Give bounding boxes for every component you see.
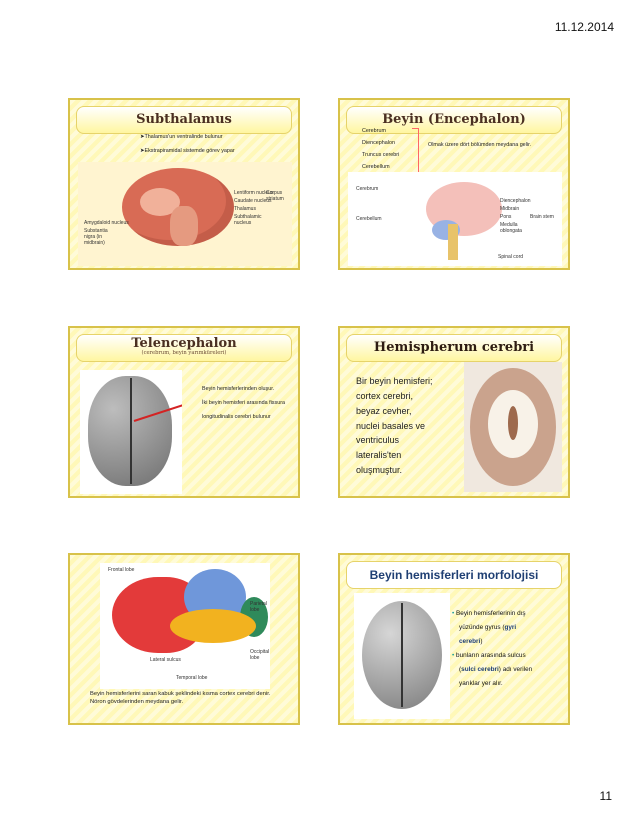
label: Midbrain: [500, 206, 520, 212]
label: Diencephalon: [500, 198, 531, 204]
label: Cerebellum: [356, 216, 382, 222]
text-line: lateralis'ten: [356, 450, 402, 461]
list-item: Diencephalon: [362, 140, 395, 146]
text-part: Beyin hemisferlerinin dış: [456, 610, 526, 617]
label: Caudate nucleus: [234, 198, 272, 204]
text-line: (sulci cerebri) adı verilen: [452, 663, 564, 677]
label: Pons: [500, 214, 512, 220]
brace: [412, 128, 419, 174]
text-line: nuclei basales ve: [356, 420, 426, 431]
text-line: longitudinalis cerebri bulunur: [202, 414, 271, 420]
label: Cerebrum: [356, 186, 379, 192]
label: Temporal lobe: [176, 675, 208, 681]
slide-title-bar: Subthalamus: [76, 106, 292, 134]
text-part: yüzünde gyrus (: [459, 624, 505, 632]
slide-title: Telencephalon: [131, 336, 237, 351]
label: Amygdaloid nucleus: [84, 220, 129, 226]
longitudinal-fissure: [401, 603, 403, 707]
list-item: Cerebellum: [362, 164, 390, 170]
text-block: Beyin hemisferlerinin dış yüzünde gyrus …: [452, 607, 564, 692]
label: Parietal lobe: [250, 601, 267, 613]
slide-hemispherum-cerebri: Hemispherum cerebri Bir beyin hemisferi;…: [338, 326, 570, 498]
bullet: ➤Thalamus'un ventralinde bulunur: [140, 134, 223, 140]
text-line: beyaz cevher,: [356, 405, 412, 416]
text-line: Bir beyin hemisferi;: [356, 376, 433, 386]
label: Occipital lobe: [250, 649, 270, 661]
slide-title-bar: Hemispherum cerebri: [346, 334, 562, 362]
bullet: ➤Ekstrapiramidal sistemde görev yapar: [140, 148, 235, 154]
text-line: cortex cerebri,: [356, 390, 414, 401]
text-emphasis: gyri: [504, 624, 517, 632]
text-line: ventriculus: [356, 435, 400, 446]
text-block: Bir beyin hemisferi; cortex cerebri, bey…: [356, 374, 456, 478]
text-part: ): [480, 638, 483, 646]
bullet-line: Beyin hemisferlerinin dış: [452, 607, 564, 621]
slide-morfolojisi: Beyin hemisferleri morfolojisi Beyin hem…: [338, 553, 570, 725]
label: Spinal cord: [498, 254, 524, 260]
label: Frontal lobe: [108, 567, 135, 573]
text-line: Beyin hemisferlerinden oluşur.: [202, 386, 275, 392]
list-item: Cerebrum: [362, 128, 386, 134]
label: Lateral sulcus: [150, 657, 181, 663]
brain-top-view-image: [354, 593, 450, 719]
brain-horizontal-section-image: [464, 362, 562, 492]
lobe-brain-image: Frontal lobe Parietal lobe Occipital lob…: [100, 563, 270, 689]
label: Subthalamic nucleus: [234, 214, 262, 226]
slide-encephalon: Beyin (Encephalon) Cerebrum Diencephalon…: [338, 98, 570, 270]
list-item: Truncus cerebri: [362, 152, 400, 158]
text-part: yarıklar yer alır.: [459, 680, 503, 688]
brain-top-view-image: [80, 370, 182, 494]
text-part: (: [459, 666, 462, 674]
label: Corpus striatum: [266, 190, 284, 202]
brain-section-image: Lentiform nucleus Caudate nucleus Thalam…: [78, 162, 292, 266]
slide-title: Beyin (Encephalon): [382, 112, 526, 127]
text-line: yarıklar yer alır.: [452, 677, 564, 691]
brain-image: Cerebrum Cerebellum Diencephalon Midbrai…: [348, 172, 562, 266]
label: Substantia nigra (in midbrain): [84, 228, 108, 246]
slide-title: Beyin hemisferleri morfolojisi: [369, 568, 539, 582]
slide-title-bar: Telencephalon (cerebrum, beyin yarımküre…: [76, 334, 292, 362]
date: 11.12.2014: [554, 20, 614, 34]
caption-text: Beyin hemisferlerini saran kabuk şeklind…: [90, 691, 271, 705]
text-part: ) adı verilen: [498, 666, 533, 674]
label: Brain stem: [530, 214, 554, 220]
slide-telencephalon: Telencephalon (cerebrum, beyin yarımküre…: [68, 326, 300, 498]
label: Medulla oblongata: [500, 222, 522, 234]
text-line: oluşmuştur.: [356, 465, 403, 476]
label: Thalamus: [234, 206, 256, 212]
note-text: Olmak üzere dört bölümden meydana gelir.: [428, 142, 532, 148]
text-part: bunların arasında sulcus: [456, 652, 526, 660]
slide-title: Subthalamus: [136, 112, 232, 127]
slide-title-bar: Beyin (Encephalon): [346, 106, 562, 134]
slide-title: Hemispherum cerebri: [373, 340, 535, 355]
text-line: İki beyin hemisferi arasında fissura: [202, 400, 285, 406]
slide-title-bar: Beyin hemisferleri morfolojisi: [346, 561, 562, 589]
text-emphasis: sulci cerebri: [461, 666, 499, 674]
longitudinal-fissure: [130, 378, 132, 484]
text-line: cerebri): [452, 635, 564, 649]
bullet-line: bunların arasında sulcus: [452, 649, 564, 663]
label: Lentiform nucleus: [234, 190, 274, 196]
text-emphasis: cerebri: [459, 638, 481, 646]
page-number: 11: [599, 789, 612, 803]
slide-subtitle: (cerebrum, beyin yarımküreleri): [141, 350, 227, 356]
slide-cortex-cerebri: Frontal lobe Parietal lobe Occipital lob…: [68, 553, 300, 725]
spinal-cord-shape: [448, 224, 458, 260]
slide-subthalamus: Subthalamus ➤Thalamus'un ventralinde bul…: [68, 98, 300, 270]
text-line: yüzünde gyrus (gyri: [452, 621, 564, 635]
